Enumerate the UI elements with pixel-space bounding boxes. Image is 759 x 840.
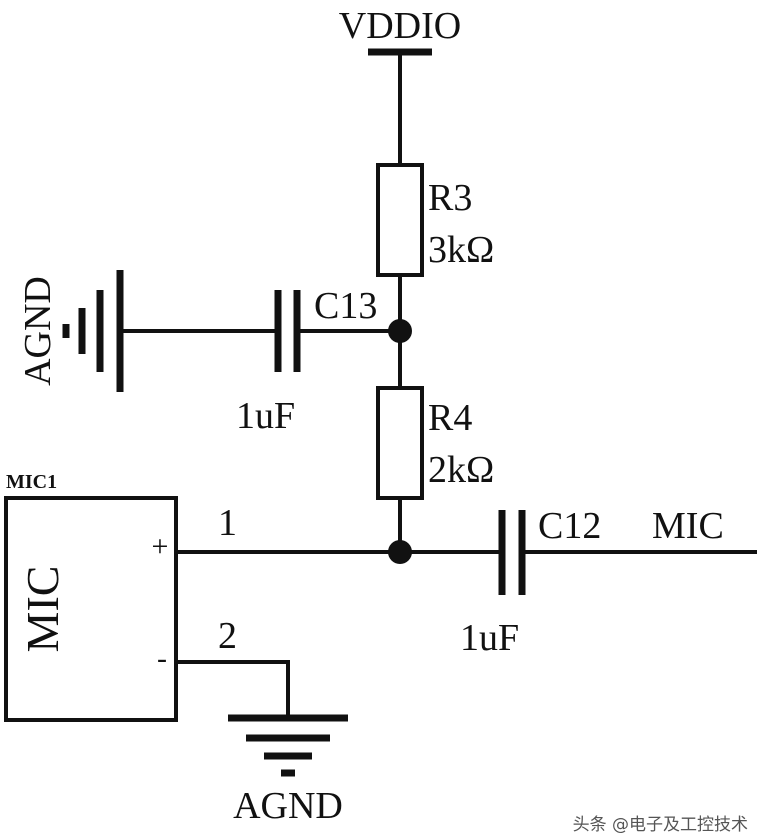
mic-body bbox=[4, 496, 178, 722]
vddio-label: VDDIO bbox=[339, 5, 461, 47]
wire-pin2-ground bbox=[174, 660, 290, 720]
vddio-supply: VDDIO bbox=[339, 5, 461, 167]
mic-designator: MIC1 bbox=[6, 471, 57, 493]
resistor-r4: R4 2kΩ bbox=[376, 386, 494, 500]
mic-minus-symbol: - bbox=[157, 642, 167, 675]
r3-body bbox=[376, 163, 424, 277]
capacitor-c13: C13 1uF bbox=[118, 285, 402, 437]
ground-symbol-left: AGND bbox=[17, 270, 124, 392]
mic-body-label: MIC bbox=[17, 566, 68, 653]
c12-value: 1uF bbox=[460, 617, 519, 659]
ground-symbol-bottom: AGND bbox=[228, 714, 348, 827]
r4-body bbox=[376, 386, 424, 500]
mic-pin2-label: 2 bbox=[218, 615, 237, 657]
c13-ref: C13 bbox=[314, 285, 377, 327]
capacitor-c12: C12 1uF MIC bbox=[460, 505, 757, 659]
c12-ref: C12 bbox=[538, 505, 601, 547]
output-mic-label: MIC bbox=[652, 505, 724, 547]
mic-pin1-label: 1 bbox=[218, 502, 237, 544]
r3-ref: R3 bbox=[428, 177, 472, 219]
agnd-bottom-label: AGND bbox=[233, 785, 343, 827]
microphone-mic1: MIC1 MIC + - 1 2 bbox=[4, 471, 237, 722]
c13-value: 1uF bbox=[236, 395, 295, 437]
r4-value: 2kΩ bbox=[428, 449, 494, 491]
r3-value: 3kΩ bbox=[428, 229, 494, 271]
agnd-left-label: AGND bbox=[17, 276, 59, 386]
r4-ref: R4 bbox=[428, 397, 472, 439]
resistor-r3: R3 3kΩ bbox=[376, 163, 494, 277]
watermark-text: 头条 @电子及工控技术 bbox=[573, 815, 748, 835]
mic-plus-symbol: + bbox=[152, 530, 169, 563]
